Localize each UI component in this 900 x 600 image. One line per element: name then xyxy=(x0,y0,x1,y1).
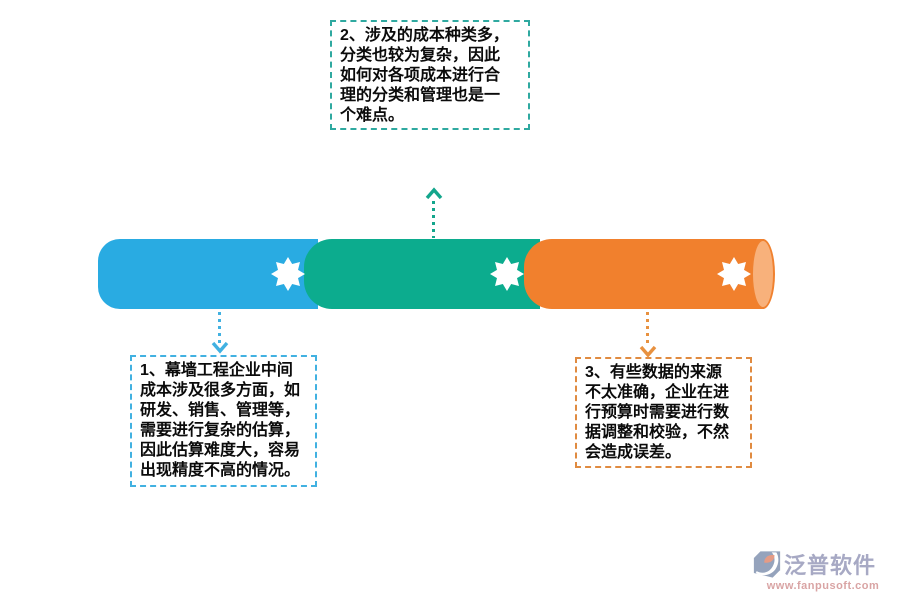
star-badge-icon xyxy=(490,257,524,291)
connector-line-orange xyxy=(646,312,649,347)
bar-cylinder-end-cap xyxy=(751,239,775,309)
callout-bottom-left-text: 1、幕墙工程企业中间 成本涉及很多方面，如 研发、销售、管理等， 需要进行复杂的… xyxy=(140,362,301,479)
callout-bottom-left: 1、幕墙工程企业中间 成本涉及很多方面，如 研发、销售、管理等， 需要进行复杂的… xyxy=(130,355,317,487)
callout-bottom-right: 3、有些数据的来源 不太准确，企业在进 行预算时需要进行数 据调整和校验，不然 … xyxy=(575,357,752,468)
star-badge-icon xyxy=(717,257,751,291)
brand-url: www.fanpusoft.com xyxy=(766,580,880,592)
brand-watermark: 泛普软件 www.fanpusoft.com xyxy=(752,548,894,592)
callout-bottom-right-text: 3、有些数据的来源 不太准确，企业在进 行预算时需要进行数 据调整和校验，不然 … xyxy=(585,364,730,461)
connector-line-blue xyxy=(218,312,221,343)
arrow-up-icon xyxy=(425,187,443,200)
arrow-down-icon xyxy=(639,345,657,358)
callout-top: 2、涉及的成本种类多， 分类也较为复杂，因此 如何对各项成本进行合 理的分类和管… xyxy=(330,20,530,130)
brand-logo-icon xyxy=(753,550,781,578)
star-badge-icon xyxy=(271,257,305,291)
callout-top-text: 2、涉及的成本种类多， 分类也较为复杂，因此 如何对各项成本进行合 理的分类和管… xyxy=(340,27,509,124)
arrow-down-icon xyxy=(211,341,229,354)
connector-line-green xyxy=(432,201,435,238)
brand-name: 泛普软件 xyxy=(784,553,877,578)
